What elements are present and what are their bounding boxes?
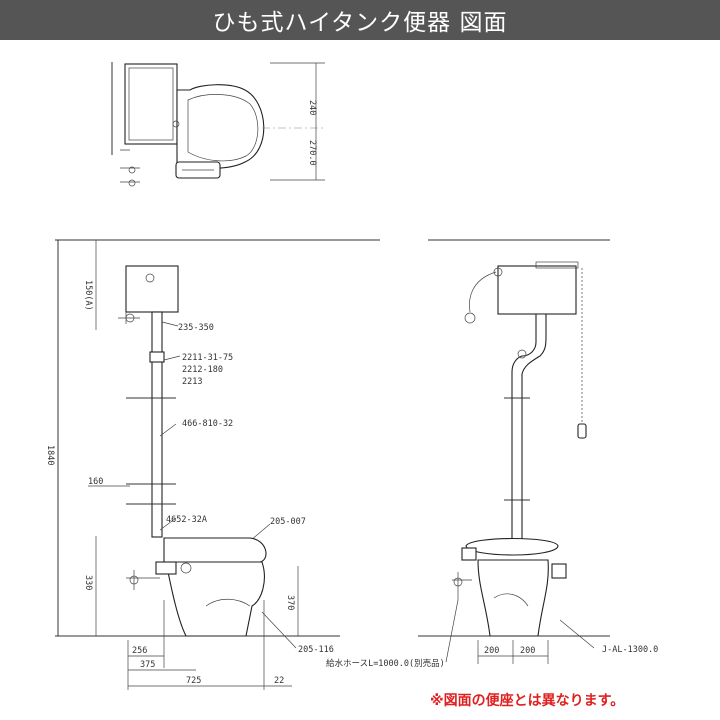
page-title: ひも式ハイタンク便器 図面 (212, 10, 508, 36)
leader (261, 611, 297, 649)
dim-330: 330 (83, 575, 93, 590)
leader (163, 355, 181, 361)
float-arm (469, 271, 497, 313)
label-chain: J-AL-1300.0 (602, 645, 658, 655)
side-view: 1840 150(A) 235-350 2211-31-75 2212-180 … (45, 239, 380, 690)
label-235-350: 235-350 (178, 323, 214, 333)
dim-150: 150(A) (83, 280, 93, 311)
connector (155, 561, 177, 575)
pipe-joint (517, 349, 527, 359)
chain-handle (577, 423, 587, 439)
label-466-810: 466-810-32 (182, 419, 233, 429)
dim-256: 256 (132, 646, 147, 656)
valve-icon (453, 577, 463, 587)
front-view: 給水ホースL=1000.0(別売品) J-AL-1300.0 200 200 (326, 239, 658, 669)
dim-22: 22 (274, 676, 284, 686)
pipe-fitting (149, 351, 165, 363)
title-bar: ひも式ハイタンク便器 図面 (0, 0, 720, 40)
label-2211: 2211-31-75 (182, 353, 233, 363)
label-205-116: 205-116 (298, 645, 334, 655)
bowl-front (477, 559, 549, 637)
seat-front (465, 538, 559, 556)
dim-200-right: 200 (520, 646, 535, 656)
label-205-007: 205-007 (270, 517, 306, 527)
pivot-dot (172, 120, 180, 128)
tank-side (125, 265, 179, 313)
valve-icon (129, 575, 139, 585)
flush-pipe-front (511, 313, 547, 541)
control-box (551, 563, 567, 579)
flush-pipe (151, 311, 163, 538)
valve-icon (128, 179, 136, 187)
bowl-side (165, 561, 265, 637)
bowl-plan (176, 84, 265, 169)
tank-lever (493, 267, 503, 277)
technical-drawing: 240 270.0 1840 150(A) 235-350 2211-31-75… (45, 62, 658, 690)
label-2213: 2213 (182, 377, 202, 387)
seat-hinge (461, 547, 477, 561)
dim-370: 370 (285, 595, 295, 610)
disclaimer-note: ※図面の便座とは異なります。 (430, 693, 625, 709)
valve-icon (125, 313, 135, 323)
valve-icon (128, 166, 136, 174)
seat-side (163, 537, 267, 563)
trap-curve (205, 598, 251, 607)
dim-725: 725 (186, 676, 201, 686)
dim-200-left: 200 (484, 646, 499, 656)
tank-front (497, 265, 577, 315)
leader (159, 517, 177, 531)
tank-plan-inner (128, 67, 174, 141)
tank-lever (145, 273, 155, 283)
valve-lines (120, 149, 140, 183)
dim-375: 375 (140, 660, 155, 670)
valve-icon (464, 312, 476, 324)
label-hose: 給水ホースL=1000.0(別売品) (326, 658, 445, 669)
leader (445, 599, 459, 663)
plan-view: 240 270.0 (111, 62, 325, 187)
label-2212: 2212-180 (182, 365, 223, 375)
seat-plan (187, 94, 259, 162)
dim-160: 160 (88, 477, 103, 487)
tank-plan (124, 63, 178, 145)
supply-valve-low (126, 570, 160, 590)
tank-lid (535, 261, 579, 269)
label-4652: 4652-32A (166, 515, 207, 525)
leader (161, 321, 179, 327)
dim-270: 270.0 (307, 140, 317, 166)
leader (559, 619, 595, 649)
fitting-icon (180, 562, 192, 574)
dim-240: 240 (307, 100, 317, 115)
trap-curve (493, 593, 529, 607)
supply-valve (452, 572, 472, 600)
dim-1840: 1840 (45, 445, 55, 465)
leader (159, 423, 177, 437)
